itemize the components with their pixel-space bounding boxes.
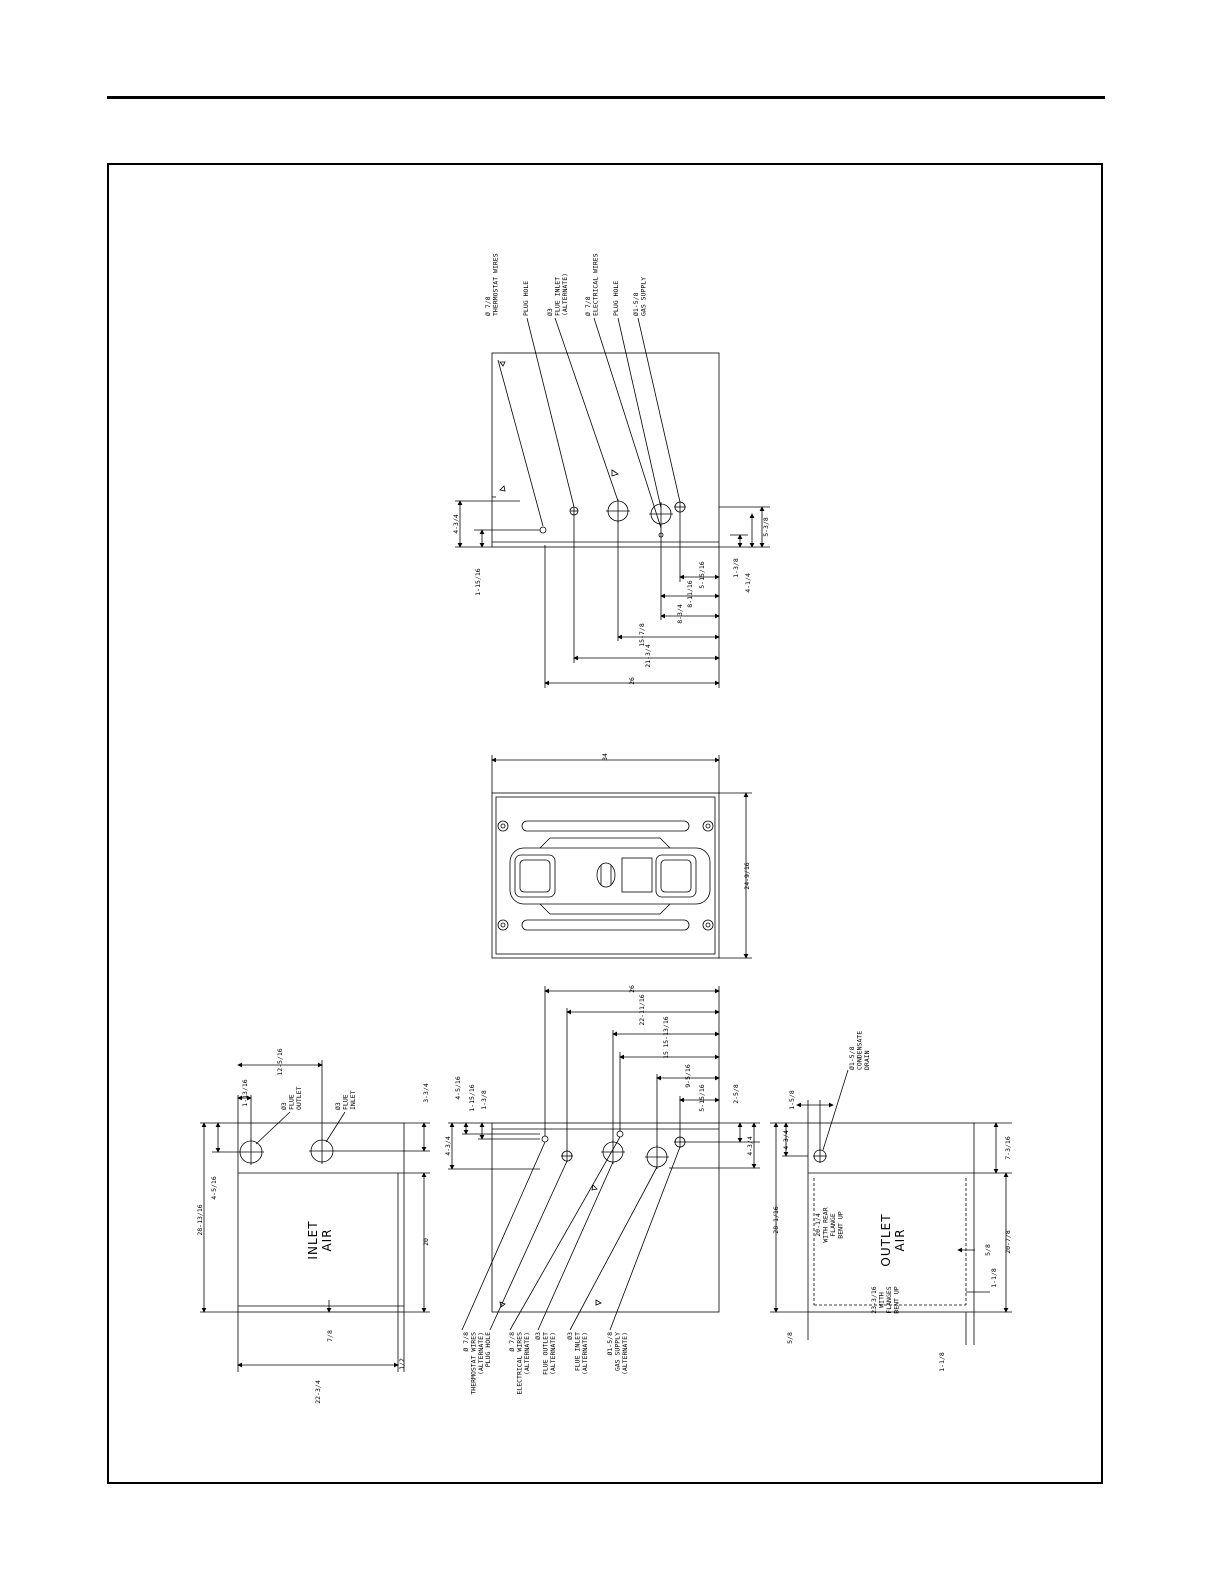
- top-view-outline: [491, 352, 720, 548]
- dim-label: 4-5/16: [210, 1176, 218, 1200]
- mid-view: [491, 755, 752, 959]
- dim-label: 9-5/16: [684, 1064, 692, 1088]
- blower-housing: [509, 847, 711, 905]
- top-view: [455, 317, 770, 688]
- top-view-dims: [455, 500, 770, 688]
- inlet-callout: Ø3FLUEINLET: [334, 1090, 357, 1110]
- dim-label: 1-15/16: [474, 568, 482, 595]
- dim-label-height: 24-9/16: [743, 862, 751, 889]
- dim-label: 5-15/16: [698, 1084, 706, 1111]
- dim-label: 7-3/16: [1004, 1136, 1012, 1160]
- side-view-callout: Ø 7/8THERMOSTAT WIRES(ALTERNATE): [462, 1332, 485, 1395]
- top-view-callout: Ø 7/8THERMOSTAT WIRES: [484, 253, 500, 316]
- dim-label: 4-3/4: [746, 1136, 754, 1156]
- thermostat-hole-icon: [539, 526, 547, 534]
- outlet-note: 20-1/4WITH REARFLANGEBENT UP: [814, 1207, 845, 1242]
- mid-view-outline: [491, 792, 720, 959]
- dim-label: 1-3/8: [732, 558, 740, 578]
- dim-label: 8-11/16: [686, 580, 694, 607]
- top-view-callout: Ø3FLUE INLET(ALTERNATE): [546, 273, 569, 316]
- dim-label: 2-5/8: [732, 1084, 740, 1104]
- side-view-callout: Ø1-5/8GAS SUPPLY(ALTERNATE): [606, 1332, 629, 1375]
- dim-label: 28-1/16: [772, 1206, 780, 1233]
- dim-label: 20: [422, 1238, 430, 1246]
- dim-label: 4-3/4: [444, 1136, 452, 1156]
- top-view-callout: PLUG HOLE: [612, 281, 620, 316]
- drawing-frame: [107, 163, 1103, 1484]
- dim-label: 5/8: [984, 1244, 992, 1256]
- dim-label: 26: [628, 985, 636, 993]
- dim-label: 28-13/16: [196, 1204, 204, 1235]
- outlet-air-label: OUTLETAIR: [879, 1213, 907, 1266]
- inlet-air-label: INLETAIR: [306, 1220, 334, 1259]
- side-view-callout: Ø 7/8ELECTRICAL WIRES(ALTERNATE): [508, 1332, 531, 1395]
- dim-label: 1-3/8: [480, 1090, 488, 1110]
- dim-label: 5-3/8: [762, 517, 770, 537]
- dim-label: 22-3/4: [314, 1380, 322, 1404]
- dim-label: 4-1/4: [744, 573, 752, 593]
- dim-label: 5-15/16: [698, 561, 706, 588]
- dim-label: 1-13/16: [241, 1079, 249, 1106]
- inlet-callout: Ø3FLUEOUTLET: [280, 1086, 303, 1110]
- side-view-callout: PLUG HOLE: [484, 1332, 492, 1367]
- dim-label: 8-3/4: [676, 604, 684, 624]
- dim-label: 1-1/8: [990, 1268, 998, 1288]
- dim-label: 15-13/16: [662, 1016, 670, 1047]
- dim-label: 4-3/4: [452, 514, 460, 534]
- side-view: [448, 986, 760, 1331]
- side-view-callout: Ø3FLUE OUTLET(ALTERNATE): [534, 1332, 557, 1375]
- outlet-view-outline: [807, 1122, 975, 1313]
- dim-label: 1/2: [398, 1358, 406, 1370]
- dim-label: 1-1/8: [938, 1352, 946, 1372]
- dim-label: 7/8: [326, 1330, 334, 1342]
- dim-label: 20-7/8: [1004, 1230, 1012, 1254]
- leader: [497, 359, 544, 527]
- dim-label-width: 34: [601, 753, 609, 761]
- dim-label: 21-3/4: [644, 644, 652, 668]
- dim-label: 22-11/16: [638, 994, 646, 1025]
- dim-label: 15-7/8: [638, 623, 646, 647]
- dim-label: 4-5/16: [454, 1076, 462, 1100]
- dim-label: 4-3/4: [782, 1130, 790, 1150]
- dim-label: 1-15/16: [468, 1084, 476, 1111]
- dim-label: 12-5/16: [276, 1048, 284, 1075]
- top-view-callout: Ø1-5/8GAS SUPPLY: [632, 277, 648, 316]
- dim-label: 26: [628, 677, 636, 685]
- outlet-callout: Ø1-5/8CONDENSATEDRAIN: [848, 1031, 871, 1070]
- inlet-view-outline: [237, 1122, 405, 1313]
- top-view-callout: PLUG HOLE: [522, 281, 530, 316]
- outlet-view: [770, 1069, 1012, 1345]
- dim-label: 1-5/8: [788, 1090, 796, 1110]
- dim-label: 3-3/4: [422, 1083, 430, 1103]
- top-view-callout: Ø 7/8ELECTRICAL WIRES: [584, 253, 600, 316]
- top-rule: [107, 96, 1105, 99]
- side-view-outline: [491, 1122, 720, 1313]
- outlet-note: 23-3/16WITHFLANGESBENT UP: [870, 1286, 901, 1313]
- dim-label: 15: [662, 1051, 670, 1059]
- inlet-view: [200, 1060, 430, 1372]
- side-view-callout: Ø3FLUE INLET(ALTERNATE): [566, 1332, 589, 1375]
- dim-label: 5/8: [786, 1332, 794, 1344]
